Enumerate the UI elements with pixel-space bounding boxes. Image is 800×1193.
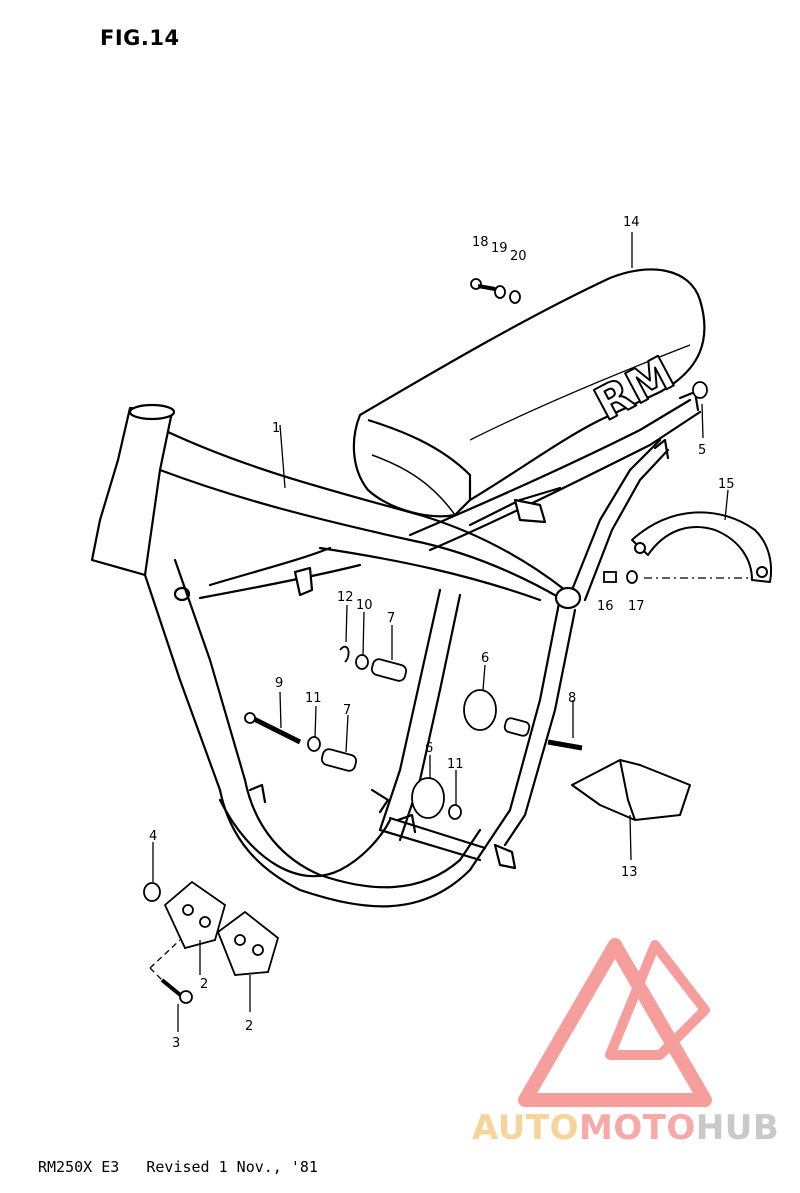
watermark-part-hub: HUB	[695, 1108, 780, 1148]
figure-title: FIG.14	[100, 26, 180, 50]
callout-8: 8	[568, 691, 576, 706]
callout-13: 13	[621, 865, 638, 880]
seat: RM	[352, 268, 706, 518]
chain-guide	[571, 759, 691, 821]
callout-19: 19	[491, 241, 508, 256]
callout-3: 3	[172, 1036, 180, 1051]
leader-lines	[149, 232, 748, 1032]
footer-revision: RM250X E3 Revised 1 Nov., '81	[38, 1158, 318, 1176]
callout-5: 5	[698, 443, 706, 458]
watermark-logo	[518, 938, 712, 1107]
small-parts	[143, 278, 708, 1004]
callout-1: 1	[272, 421, 280, 436]
callout-14: 14	[623, 215, 640, 230]
callout-9: 9	[275, 676, 283, 691]
callout-17: 17	[628, 599, 645, 614]
watermark-part-moto: MOTO	[578, 1108, 696, 1148]
callout-11a: 11	[305, 691, 322, 706]
main-frame	[90, 390, 702, 908]
callout-6a: 6	[481, 651, 489, 666]
callout-6b: 6	[425, 741, 433, 756]
callout-10: 10	[356, 598, 373, 613]
callout-7a: 7	[387, 611, 395, 626]
callout-16: 16	[597, 599, 614, 614]
callout-2a: 2	[200, 977, 208, 992]
callout-labels: 1 2 2 3 4 5 6 6 7 7 8 9 10 11 11 12 13 1…	[149, 215, 735, 1051]
callout-11b: 11	[447, 757, 464, 772]
callout-12: 12	[337, 590, 354, 605]
watermark-text: AUTOMOTOHUB	[472, 1108, 779, 1148]
callout-4: 4	[149, 829, 157, 844]
rear-fender-bracket	[631, 511, 773, 583]
watermark-part-auto: AUTO	[472, 1108, 579, 1148]
callout-7b: 7	[343, 703, 351, 718]
callout-20: 20	[510, 249, 527, 264]
callout-15: 15	[718, 477, 735, 492]
callout-18: 18	[472, 235, 489, 250]
callout-2b: 2	[245, 1019, 253, 1034]
